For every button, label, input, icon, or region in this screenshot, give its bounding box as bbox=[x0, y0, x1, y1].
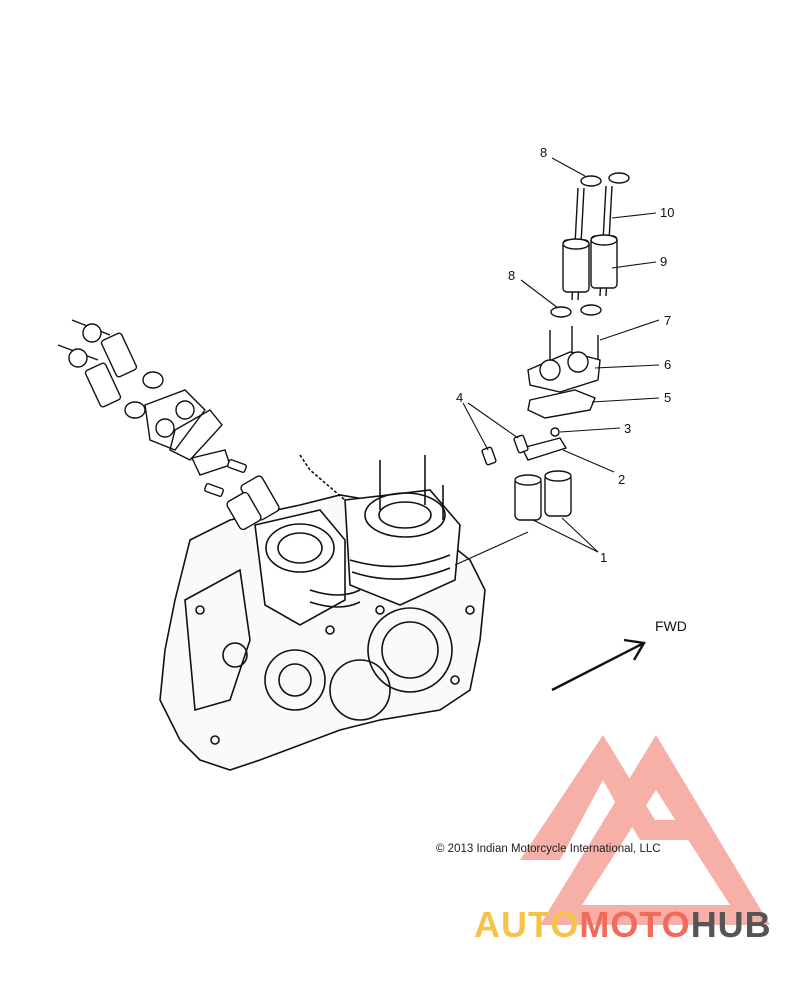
callout-3: 3 bbox=[624, 421, 632, 436]
callout-1: 1 bbox=[600, 550, 608, 565]
rear-valvetrain-parts bbox=[57, 319, 280, 531]
wordmark-hub: HUB bbox=[690, 904, 772, 945]
wordmark-moto: MOTO bbox=[579, 904, 691, 945]
front-valvetrain-parts bbox=[481, 172, 630, 521]
callout-9: 9 bbox=[660, 254, 668, 269]
engine-block bbox=[159, 454, 486, 771]
callout-6: 6 bbox=[664, 357, 672, 372]
watermark-wordmark: AUTOMOTOHUB bbox=[474, 904, 772, 946]
callout-7: 7 bbox=[664, 313, 672, 328]
fwd-arrow-icon bbox=[551, 638, 646, 692]
callout-8-lower: 8 bbox=[508, 268, 516, 283]
callout-2: 2 bbox=[618, 472, 626, 487]
callout-8-top: 8 bbox=[540, 145, 548, 160]
leader-lines bbox=[454, 157, 660, 566]
copyright-notice: © 2013 Indian Motorcycle International, … bbox=[436, 843, 661, 855]
wordmark-auto: AUTO bbox=[474, 904, 580, 945]
o-ring-top-right bbox=[608, 172, 630, 184]
o-ring-top-left bbox=[580, 175, 602, 187]
callout-5: 5 bbox=[664, 390, 672, 405]
callout-10: 10 bbox=[660, 205, 675, 220]
fwd-label: FWD bbox=[655, 618, 687, 634]
watermark-logo-icon bbox=[520, 735, 770, 925]
callout-4: 4 bbox=[456, 390, 464, 405]
